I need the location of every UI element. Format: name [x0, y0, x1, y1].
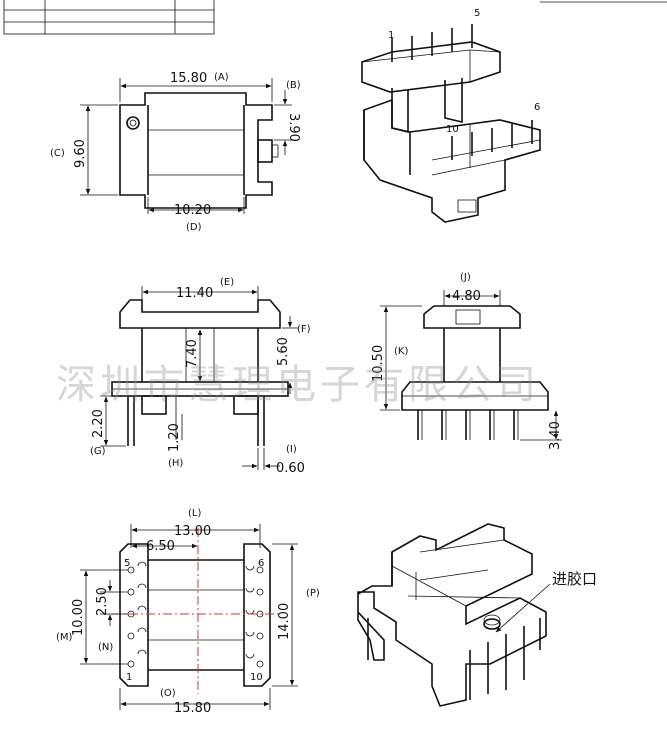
front-step-value: 1.20 [167, 423, 182, 452]
bottom-pin-6: 6 [258, 558, 264, 569]
bottom-span-label: (L) [188, 508, 201, 519]
bottom-span-value: 13.00 [174, 524, 211, 539]
front-pin-value: 0.60 [276, 461, 305, 476]
iso-exploded-view: 1 5 6 10 [361, 8, 541, 223]
top-inner-value: 10.20 [174, 203, 211, 218]
front-leg-label: (G) [90, 446, 106, 457]
bottom-row-value: 10.00 [71, 599, 86, 636]
side-width-label: (J) [460, 272, 471, 283]
bottom-width-value: 15.80 [174, 701, 211, 716]
bottom-depth-label: (P) [306, 588, 320, 599]
bottom-pin-10: 10 [250, 672, 263, 683]
bottom-row-label: (M) [56, 632, 73, 643]
bottom-depth-value: 14.00 [277, 603, 292, 640]
iso-pin-1: 1 [388, 30, 394, 41]
top-width-label: (A) [214, 72, 229, 83]
company-watermark: 深圳市慧理电子有限公司 [56, 362, 540, 408]
iso-pin-6: 6 [534, 102, 540, 113]
top-flange-label: (B) [286, 80, 301, 91]
front-step-label: (H) [168, 458, 183, 469]
bottom-pitch-value: 2.50 [95, 587, 110, 616]
top-height-value: 9.60 [73, 139, 88, 168]
bottom-pin-5: 5 [124, 558, 130, 569]
top-view: 15.80 (A) 3.90 (B) 9.60 (C) 10.20 (D) [50, 71, 301, 233]
title-block [3, 0, 667, 35]
side-view: 4.80 (J) 10.50 (K) 3.40 [371, 272, 563, 450]
side-height-label: (K) [394, 346, 408, 357]
front-view: 11.40 (E) 7.40 5.60 (F) 2.20 (G) 1.20 (H… [90, 277, 311, 476]
bottom-half-value: 6.50 [146, 539, 175, 554]
top-inner-label: (D) [186, 222, 202, 233]
iso-pin-5: 5 [474, 8, 480, 19]
top-flange-value: 3.90 [286, 113, 301, 142]
top-height-label: (C) [50, 148, 65, 159]
side-height-value: 10.50 [371, 345, 386, 382]
front-width-label: (E) [220, 277, 234, 288]
bottom-pitch-label: (N) [98, 642, 113, 653]
front-core-value: 7.40 [185, 339, 200, 368]
front-width-value: 11.40 [176, 286, 213, 301]
front-flange-value: 5.60 [276, 337, 291, 366]
iso-assembled-view: 进胶口 [357, 523, 597, 707]
side-width-value: 4.80 [452, 289, 481, 304]
bottom-pin-1: 1 [126, 672, 132, 683]
front-pin-label: (I) [286, 444, 297, 455]
front-flange-label: (F) [297, 324, 311, 335]
top-width-value: 15.80 [170, 71, 207, 86]
gate-label: 进胶口 [552, 570, 597, 588]
front-leg-value: 2.20 [91, 409, 106, 438]
iso-pin-10: 10 [446, 124, 459, 135]
bottom-width-label: (O) [160, 688, 176, 699]
bottom-view: 5 1 6 10 13.00 (L) 6.50 10.00 (M) 2.50 (… [56, 508, 320, 716]
side-pin-value: 3.40 [548, 421, 563, 450]
